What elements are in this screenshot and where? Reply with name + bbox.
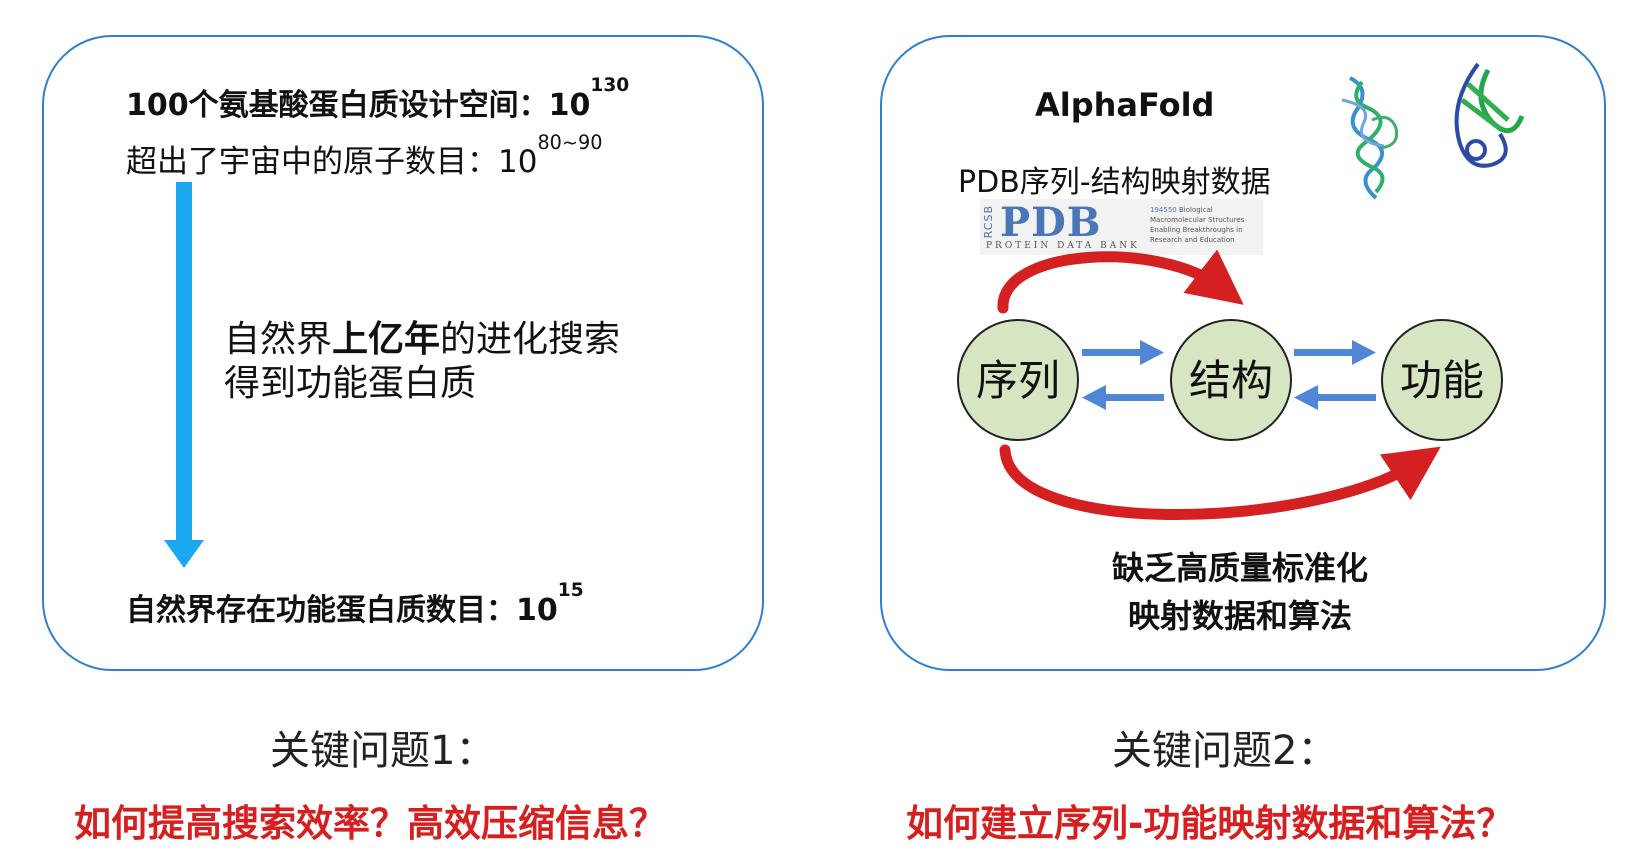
left-panel <box>42 35 764 671</box>
design-space-text: 100个氨基酸蛋白质设计空间：10130 <box>126 75 630 123</box>
pdb-mapping-label: PDB序列-结构映射数据 <box>958 165 1271 200</box>
protein-structure-image-1 <box>1341 76 1399 200</box>
svg-text:序列: 序列 <box>976 356 1060 405</box>
sequence-structure-red-arrow <box>997 249 1244 314</box>
svg-text:功能: 功能 <box>1400 356 1484 405</box>
question-2-text: 如何建立序列-功能映射数据和算法？ <box>906 802 1514 845</box>
protein-structure-image-2 <box>1454 62 1525 168</box>
evolution-emphasis: 上亿年 <box>332 319 441 360</box>
design-space-exponent: 130 <box>590 75 630 97</box>
natural-exponent: 15 <box>557 580 584 602</box>
universe-atoms-text: 超出了宇宙中的原子数目：1080~90 <box>126 131 603 180</box>
lack-data-text: 缺乏高质量标准化映射数据和算法 <box>1111 549 1368 635</box>
pdb-logo: RCSB PDB PROTEIN DATA BANK 194550 Biolog… <box>980 199 1263 255</box>
alphafold-title: AlphaFold <box>1035 86 1215 124</box>
node-structure: 结构 <box>1170 319 1292 441</box>
seq-struct-double-arrow <box>1082 340 1164 410</box>
pdb-logo-text: PDB <box>1000 199 1102 246</box>
universe-exponent: 80~90 <box>537 131 603 155</box>
question-1-text: 如何提高搜索效率？高效压缩信息？ <box>74 802 666 845</box>
sequence-function-red-arrow <box>999 444 1441 520</box>
svg-text:结构: 结构 <box>1189 356 1273 405</box>
pdb-logo-description: 194550 Biological Macromolecular Structu… <box>1150 206 1245 244</box>
node-sequence: 序列 <box>957 319 1079 441</box>
question-2-label: 关键问题2： <box>1112 728 1338 774</box>
pdb-logo-subtitle: PROTEIN DATA BANK <box>986 241 1140 251</box>
node-function: 功能 <box>1381 319 1503 441</box>
struct-func-double-arrow <box>1294 340 1376 410</box>
evolution-text: 自然界上亿年的进化搜索得到功能蛋白质 <box>224 319 621 404</box>
natural-proteins-text: 自然界存在功能蛋白质数目：1015 <box>126 580 584 628</box>
question-1-label: 关键问题1： <box>270 728 496 774</box>
evolution-arrow <box>164 182 204 568</box>
